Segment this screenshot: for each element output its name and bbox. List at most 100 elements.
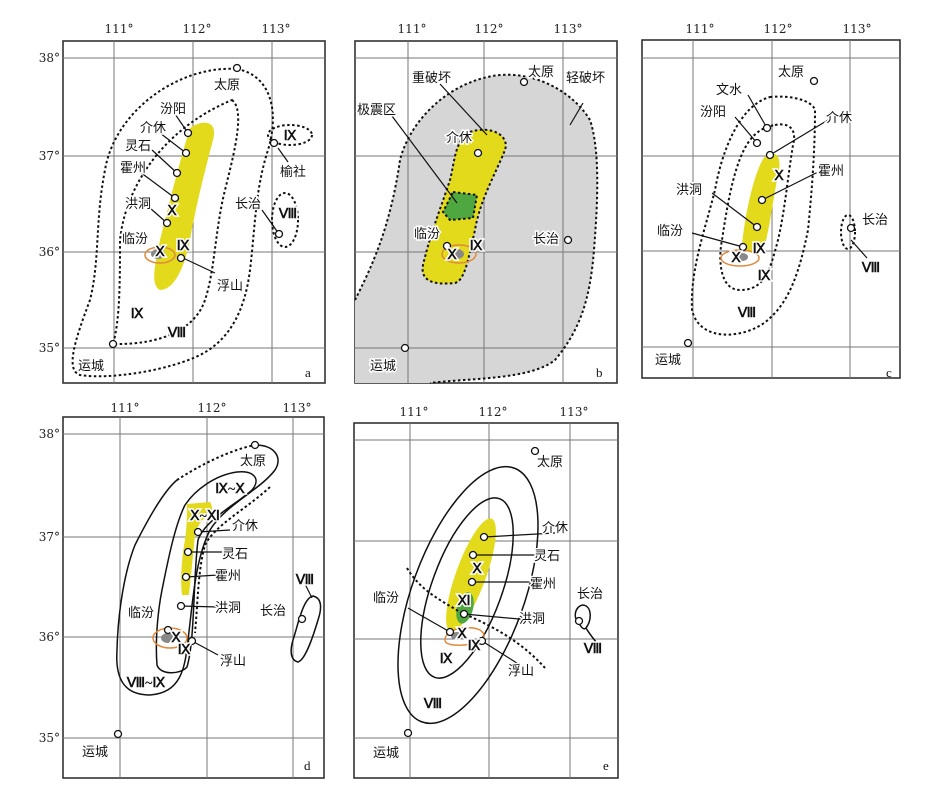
lon-label: 113° bbox=[283, 401, 312, 415]
light-damage-boundary bbox=[354, 73, 599, 384]
lat-label: 35° bbox=[39, 341, 60, 355]
panel-b-grid bbox=[355, 41, 617, 383]
lon-label: 113° bbox=[843, 22, 872, 36]
city-label-changzhi: 长治 bbox=[235, 197, 261, 212]
city-marker-changzhi bbox=[846, 223, 856, 233]
city-marker-huozhou bbox=[467, 577, 477, 587]
isoseismal-viii-changzhi bbox=[574, 604, 599, 646]
city-label-huozhou: 霍州 bbox=[215, 569, 241, 584]
lat-label: 38° bbox=[39, 51, 60, 65]
intensity-label: Ⅹ bbox=[773, 169, 784, 184]
epicenter-outline bbox=[720, 249, 760, 267]
city-label-taiyuan: 太原 bbox=[528, 65, 554, 80]
city-marker-taiyuan bbox=[530, 446, 540, 456]
lon-label: 113° bbox=[560, 405, 589, 419]
lon-label: 112° bbox=[479, 405, 508, 419]
city-marker-linfen bbox=[442, 241, 452, 251]
isoseismal-viii-changzhi bbox=[290, 595, 322, 663]
intensity-label: Ⅹ bbox=[730, 251, 741, 266]
city-label-yuncheng: 运城 bbox=[370, 359, 396, 374]
epicenter-area bbox=[736, 253, 748, 261]
panel-b: 111° 112° 113° 太原 介休 临汾 长治 运城 重破坏 极震区 轻破… bbox=[354, 22, 618, 384]
city-label-fushan: 浮山 bbox=[220, 654, 246, 669]
intensity-label: Ⅸ bbox=[468, 639, 481, 654]
city-label-fenyang: 汾阳 bbox=[160, 102, 186, 117]
city-marker-lingshi bbox=[172, 168, 182, 178]
panel-d: 111° 112° 113° 38° 37° 36° 35° 太 bbox=[39, 401, 325, 779]
leader-lines bbox=[139, 113, 289, 274]
city-label-lingshi: 灵石 bbox=[125, 139, 151, 154]
city-marker-jiexiu bbox=[765, 150, 775, 160]
city-label-huozhou: 霍州 bbox=[818, 164, 844, 179]
city-label-huozhou: 霍州 bbox=[530, 577, 556, 592]
leader-lines bbox=[691, 94, 868, 259]
city-label-yuncheng: 运城 bbox=[78, 359, 104, 374]
intensity-label: Ⅹ bbox=[166, 204, 177, 219]
intensity-label: Ⅷ bbox=[423, 697, 442, 712]
city-marker-taiyuan bbox=[232, 63, 242, 73]
lat-label: 35° bbox=[39, 731, 60, 745]
city-marker-yuncheng bbox=[683, 338, 693, 348]
city-label-linfen: 临汾 bbox=[373, 591, 399, 606]
epicenter-area bbox=[450, 249, 464, 259]
city-label-huozhou: 霍州 bbox=[120, 161, 146, 176]
isoseismal-viii-changzhi bbox=[840, 214, 856, 250]
intensity-label: Ⅹ bbox=[170, 631, 181, 646]
city-label-linfen: 临汾 bbox=[122, 232, 148, 247]
city-marker-jiexiu bbox=[479, 532, 489, 542]
intensity-label: Ⅸ bbox=[177, 239, 190, 254]
city-marker-taiyuan bbox=[519, 77, 529, 87]
city-marker-changzhi bbox=[574, 616, 584, 626]
city-label-linfen: 临汾 bbox=[128, 606, 154, 621]
intensity-label: Ⅷ bbox=[861, 261, 880, 276]
intensity-label: Ⅹ bbox=[154, 245, 165, 260]
intensity-label: Ⅸ bbox=[178, 643, 191, 658]
city-label-changzhi: 长治 bbox=[533, 232, 559, 247]
city-marker-changzhi bbox=[297, 614, 307, 624]
panel-e-grid bbox=[354, 423, 618, 778]
city-marker-fenyang bbox=[183, 128, 193, 138]
city-label-changzhi: 长治 bbox=[260, 604, 286, 619]
light-damage-area bbox=[355, 74, 598, 383]
city-marker-fenyang bbox=[752, 138, 762, 148]
intensity-label: Ⅷ bbox=[167, 326, 186, 341]
lon-label: 113° bbox=[262, 22, 291, 36]
intensity-label: Ⅸ bbox=[753, 242, 766, 257]
isoseismal-viii-ix-contour bbox=[116, 444, 279, 696]
panel-letter: d bbox=[304, 758, 311, 773]
lat-label: 36° bbox=[39, 630, 60, 644]
city-marker-hongdong bbox=[459, 609, 469, 619]
city-label-taiyuan: 太原 bbox=[214, 78, 240, 93]
intensity-label: Ⅷ bbox=[278, 207, 297, 222]
city-label-fushan: 浮山 bbox=[508, 664, 534, 679]
city-marker-jiexiu bbox=[193, 527, 203, 537]
lat-label: 36° bbox=[39, 245, 60, 259]
intensity-label: Ⅹ~Ⅺ bbox=[189, 509, 220, 524]
city-label-taiyuan: 太原 bbox=[778, 65, 804, 80]
zone-label-severe: 重破坏 bbox=[412, 70, 451, 86]
city-marker-fushan bbox=[187, 636, 197, 646]
city-marker-taiyuan bbox=[809, 76, 819, 86]
city-label-yuncheng: 运城 bbox=[82, 745, 108, 760]
isoseismal-viii-contour bbox=[71, 67, 274, 378]
intensity-label: Ⅹ bbox=[446, 248, 457, 263]
panel-a: 111° 112° 113° 38° 37° 36° 35° bbox=[39, 22, 326, 384]
lon-label: 111° bbox=[400, 405, 429, 419]
city-label-lingshi: 灵石 bbox=[222, 547, 248, 562]
city-label-jiexiu: 介休 bbox=[232, 519, 258, 534]
zone-label-meizoseismal: 极震区 bbox=[357, 103, 396, 118]
lat-label: 37° bbox=[39, 530, 60, 544]
lon-label: 112° bbox=[764, 22, 793, 36]
city-label-jiexiu: 介休 bbox=[140, 121, 166, 136]
city-label-jiexiu: 介休 bbox=[826, 111, 852, 126]
city-marker-linfen bbox=[445, 627, 455, 637]
epicenter-area bbox=[151, 249, 165, 259]
panel-e: 111° 112° 113° 太原 介休 灵石 霍州 洪洞 bbox=[353, 405, 619, 779]
intensity-label: Ⅹ bbox=[471, 562, 482, 577]
city-label-hongdong: 洪洞 bbox=[125, 197, 151, 212]
city-label-jiexiu: 介休 bbox=[542, 521, 568, 536]
city-marker-hongdong bbox=[162, 218, 172, 228]
lon-label: 112° bbox=[475, 22, 504, 36]
epicenter-area bbox=[451, 632, 463, 640]
city-marker-lingshi bbox=[183, 547, 193, 557]
